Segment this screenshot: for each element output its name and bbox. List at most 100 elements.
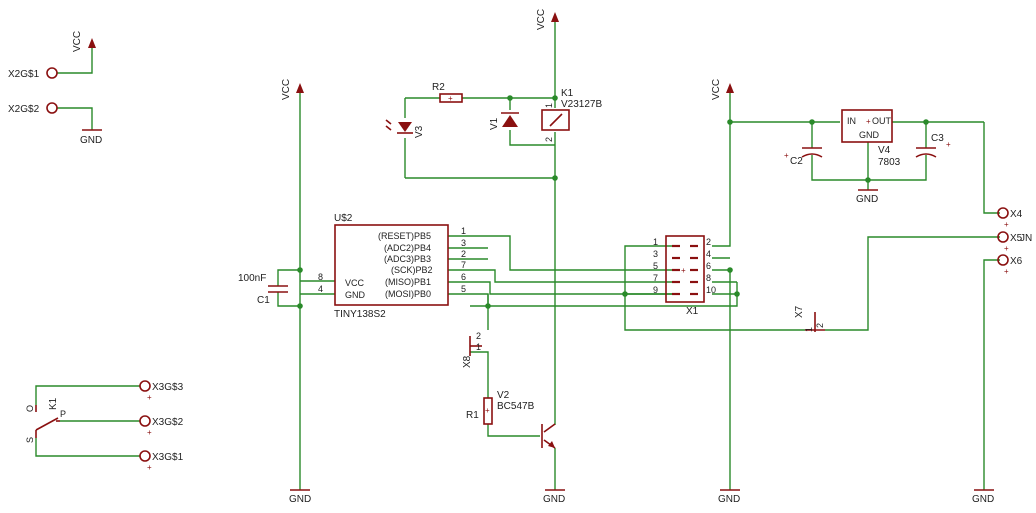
svg-text:2: 2 <box>476 331 481 341</box>
svg-text:100nF: 100nF <box>238 273 266 284</box>
capacitor-c3: C3 + <box>915 133 951 158</box>
jumper-x7: X7 1 2 <box>794 305 825 332</box>
svg-text:V4: V4 <box>878 145 891 156</box>
svg-text:X2G$2: X2G$2 <box>8 104 40 115</box>
gnd-symbol-right: GND <box>972 489 994 505</box>
svg-text:+: + <box>1004 267 1009 276</box>
svg-text:OUT: OUT <box>872 116 892 126</box>
svg-text:R2: R2 <box>432 82 445 93</box>
svg-text:K1: K1 <box>561 88 574 99</box>
svg-text:(ADC3)PB3: (ADC3)PB3 <box>384 254 431 264</box>
svg-text:JN: JN <box>1020 233 1032 244</box>
resistor-r2: + R2 <box>432 82 463 103</box>
svg-text:GND: GND <box>543 494 565 505</box>
svg-text:3: 3 <box>461 238 466 248</box>
svg-text:U$2: U$2 <box>334 213 353 224</box>
svg-text:+: + <box>946 140 951 149</box>
svg-text:P: P <box>60 409 66 419</box>
svg-text:+: + <box>147 428 152 437</box>
svg-text:+: + <box>147 463 152 472</box>
svg-text:10: 10 <box>706 285 716 295</box>
svg-text:X3G$1: X3G$1 <box>152 452 184 463</box>
connector-x4: X4 + <box>997 207 1023 229</box>
connector-x2g2: X2G$2 <box>8 102 58 115</box>
svg-text:1: 1 <box>476 342 481 352</box>
svg-text:7: 7 <box>653 273 658 283</box>
svg-text:+: + <box>147 393 152 402</box>
capacitor-c1: 100nF C1 <box>238 273 288 306</box>
svg-text:V23127B: V23127B <box>561 99 602 110</box>
gnd-symbol-regulator: GND <box>856 189 878 205</box>
svg-text:GND: GND <box>718 494 740 505</box>
svg-text:K1: K1 <box>48 397 59 410</box>
svg-text:GND: GND <box>289 494 311 505</box>
svg-text:(MISO)PB1: (MISO)PB1 <box>385 277 431 287</box>
svg-text:+: + <box>485 406 490 415</box>
svg-text:TINY138S2: TINY138S2 <box>334 309 386 320</box>
svg-text:X3G$2: X3G$2 <box>152 417 184 428</box>
svg-text:X2G$1: X2G$1 <box>8 69 40 80</box>
svg-text:VCC: VCC <box>536 9 547 30</box>
svg-text:V1: V1 <box>489 117 500 130</box>
connector-x2g1: X2G$1 <box>8 67 58 80</box>
svg-text:1: 1 <box>544 103 554 108</box>
svg-text:GND: GND <box>972 494 994 505</box>
svg-text:6: 6 <box>461 272 466 282</box>
vcc-symbol-header: VCC <box>711 79 734 100</box>
svg-text:9: 9 <box>653 285 658 295</box>
svg-text:(SCK)PB2: (SCK)PB2 <box>391 265 433 275</box>
svg-text:+: + <box>1004 220 1009 229</box>
svg-text:(RESET)PB5: (RESET)PB5 <box>378 231 431 241</box>
svg-text:S: S <box>25 437 35 443</box>
svg-text:VCC: VCC <box>711 79 722 100</box>
jumper-x8: 2 1 X8 <box>462 331 482 368</box>
vcc-symbol-topleft: VCC <box>72 31 96 52</box>
svg-text:1: 1 <box>653 237 658 247</box>
svg-text:R1: R1 <box>466 410 479 421</box>
connector-x5: X5 JN + <box>997 231 1032 253</box>
gnd-symbol-mcu: GND <box>289 489 311 505</box>
svg-text:C2: C2 <box>790 156 803 167</box>
svg-text:1: 1 <box>804 327 814 332</box>
svg-text:VCC: VCC <box>72 31 83 52</box>
svg-text:GND: GND <box>345 290 366 300</box>
svg-text:X6: X6 <box>1010 256 1023 267</box>
svg-text:+: + <box>784 151 789 160</box>
svg-text:VCC: VCC <box>345 278 365 288</box>
svg-text:X4: X4 <box>1010 209 1023 220</box>
svg-text:5: 5 <box>461 284 466 294</box>
svg-text:5: 5 <box>653 261 658 271</box>
svg-text:+: + <box>1004 244 1009 253</box>
svg-text:V3: V3 <box>414 125 425 138</box>
svg-text:6: 6 <box>706 261 711 271</box>
connector-x3g3: X3G$3 + <box>139 380 184 402</box>
resistor-r1: + R1 <box>466 397 493 425</box>
svg-text:V2: V2 <box>497 390 510 401</box>
svg-text:4: 4 <box>318 284 323 294</box>
svg-text:C3: C3 <box>931 133 944 144</box>
svg-text:C1: C1 <box>257 295 270 306</box>
svg-text:O: O <box>25 405 35 412</box>
svg-text:+: + <box>448 94 453 103</box>
svg-text:3: 3 <box>653 249 658 259</box>
switch-k1: O P S K1 <box>25 397 66 443</box>
svg-text:2: 2 <box>461 249 466 259</box>
transistor-v2: V2 BC547B <box>497 390 556 449</box>
svg-text:8: 8 <box>318 272 323 282</box>
svg-text:X1: X1 <box>686 306 699 317</box>
led-v3: V3 <box>385 119 425 138</box>
connector-x6: X6 + <box>997 254 1023 276</box>
junctions <box>297 95 929 309</box>
diode-v1: V1 <box>489 112 519 130</box>
connector-x3g1: X3G$1 + <box>139 450 184 472</box>
svg-text:(MOSI)PB0: (MOSI)PB0 <box>385 289 431 299</box>
header-x1: + 1 3 5 7 9 2 4 6 8 10 X1 <box>653 235 716 317</box>
svg-text:8: 8 <box>706 273 711 283</box>
svg-text:X5: X5 <box>1010 233 1023 244</box>
svg-text:+: + <box>681 266 686 275</box>
gnd-symbol-header: GND <box>718 489 740 505</box>
svg-text:2: 2 <box>815 323 825 328</box>
svg-text:7803: 7803 <box>878 157 901 168</box>
svg-text:GND: GND <box>856 194 878 205</box>
